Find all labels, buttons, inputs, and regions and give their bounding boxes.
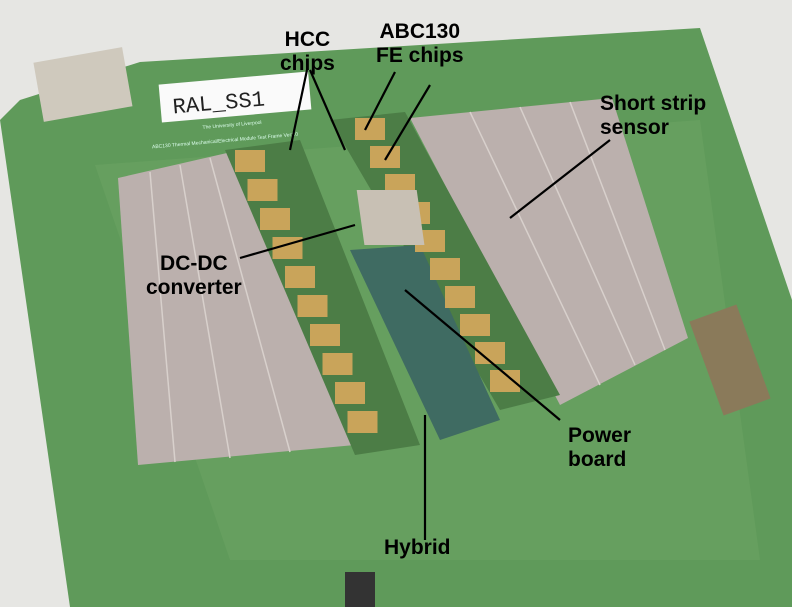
annotation-sensor-line-1: Short strip [600, 92, 707, 115]
annotation-hybrid: Hybrid [384, 536, 451, 560]
abc130-chip [445, 286, 475, 308]
abc130-chip [490, 370, 520, 392]
annotation-dcdc-line-1: DC-DC [160, 252, 228, 275]
annotation-abc-line-2: FE chips [376, 44, 464, 67]
abc130-chip [460, 314, 490, 336]
annotation-short-strip-sensor: Short strip sensor [600, 92, 706, 140]
annotation-sensor-line-2: sensor [600, 116, 669, 139]
dcdc-converter [356, 190, 425, 245]
annotation-abc130-fe-chips: ABC130 FE chips [376, 20, 464, 68]
right-pin-header [689, 304, 771, 416]
annotation-hcc-line-1: HCC [284, 28, 331, 51]
annotation-power-line-2: board [568, 448, 627, 471]
annotation-power-line-1: Power [568, 424, 632, 447]
left-sensor [118, 150, 355, 465]
annotation-hcc-line-2: chips [280, 52, 335, 75]
abc130-chip [310, 324, 340, 346]
annotation-abc-line-1: ABC130 [379, 20, 461, 43]
sensor-strips [149, 101, 666, 463]
annotation-power-board: Power board [568, 424, 631, 472]
annotation-arrows [239, 69, 611, 540]
label-sticker [158, 71, 312, 123]
abc130-chip [297, 295, 328, 317]
bottom-connector [345, 572, 375, 607]
annotation-hcc-chips: HCC chips [280, 28, 335, 76]
abc130-chip [247, 179, 278, 201]
top-connector [33, 47, 133, 122]
power-board [350, 245, 500, 440]
abc130-chip [322, 353, 353, 375]
abc130-chip [335, 382, 365, 404]
annotation-dcdc-line-2: converter [146, 276, 242, 299]
annotation-dcdc-converter: DC-DC converter [146, 252, 242, 300]
abc130-chip [430, 258, 460, 280]
abc130-chip [475, 342, 505, 364]
abc130-chip [260, 208, 290, 230]
abc130-chip [235, 150, 265, 172]
abc130-chip [355, 118, 385, 140]
annotation-hybrid-line-1: Hybrid [384, 536, 451, 559]
silkscreen-line-1: The University of Liverpool [202, 120, 262, 131]
abc130-chip [370, 146, 400, 168]
abc130-chip [347, 411, 378, 433]
abc130-chip [285, 266, 315, 288]
